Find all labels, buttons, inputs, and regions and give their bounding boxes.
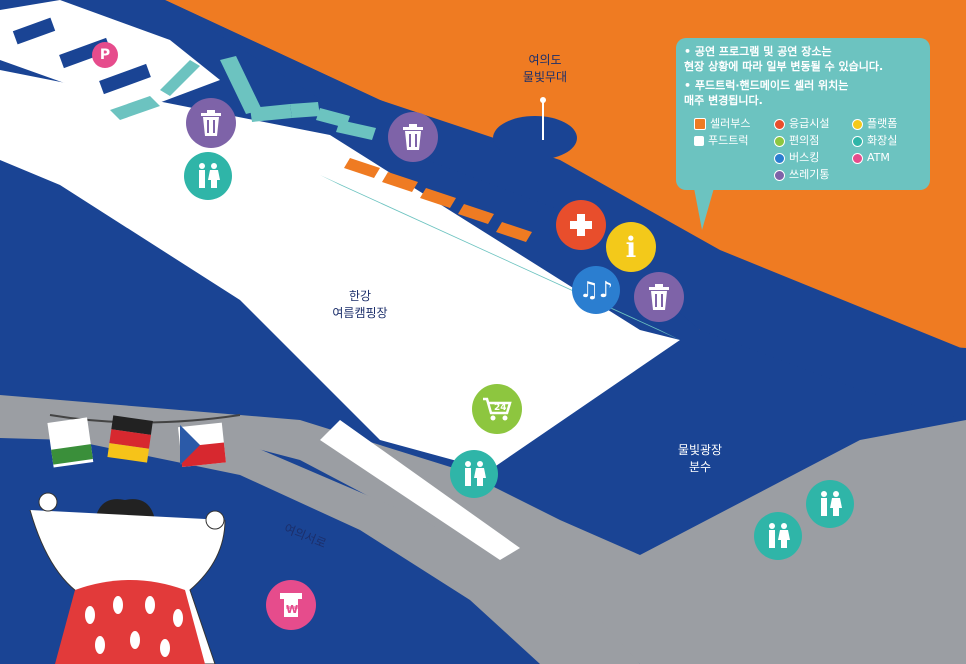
legend-item-convenience: 편의점 xyxy=(774,134,819,148)
legend-item-busking: 버스킹 xyxy=(774,151,819,165)
restroom-icon[interactable] xyxy=(754,512,802,560)
road-white-strip xyxy=(320,420,520,560)
teal-walkways xyxy=(110,56,376,140)
trash-icon xyxy=(774,169,785,181)
busking-icon xyxy=(774,152,785,164)
svg-text:24: 24 xyxy=(494,403,507,413)
parking-icon[interactable]: P xyxy=(92,42,118,68)
atm-icon[interactable]: ₩ xyxy=(266,580,316,630)
busking-icon[interactable]: ♫♪ xyxy=(572,266,620,314)
convenience-store-icon xyxy=(774,135,785,147)
legend-item-seller-booth: 셀러부스 xyxy=(694,117,750,131)
legend-item-trash: 쓰레기통 xyxy=(774,168,829,182)
svg-text:₩: ₩ xyxy=(286,603,298,616)
character-illustration xyxy=(29,492,226,664)
stage-label: 여의도 물빛무대 xyxy=(522,53,568,84)
trash-icon[interactable] xyxy=(634,272,684,322)
first-aid-icon[interactable] xyxy=(556,200,606,250)
legend-panel xyxy=(676,38,930,190)
water-stage xyxy=(493,116,577,160)
restroom-icon[interactable] xyxy=(450,450,498,498)
legend-item-restroom: 화장실 xyxy=(852,134,897,148)
legend-callout-tail xyxy=(694,188,714,230)
legend-note-1: • 공연 프로그램 및 공연 장소는 현장 상황에 따라 일부 변동될 수 있습… xyxy=(684,45,884,73)
restroom-icon[interactable] xyxy=(184,152,232,200)
atm-icon xyxy=(852,152,863,164)
convenience-store-icon[interactable]: 24 xyxy=(472,384,522,434)
info-icon xyxy=(852,118,863,130)
fountain-label: 물빛광장 분수 xyxy=(677,443,723,474)
first-aid-icon xyxy=(774,118,785,130)
road-lower xyxy=(0,398,640,664)
trash-icon[interactable] xyxy=(388,112,438,162)
restroom-icon[interactable] xyxy=(806,480,854,528)
legend-item-atm: ATM xyxy=(852,151,890,165)
trash-icon[interactable] xyxy=(186,98,236,148)
restroom-icon xyxy=(852,135,863,147)
legend-item-food-truck: 푸드트럭 xyxy=(694,134,748,148)
legend-item-first-aid: 응급시설 xyxy=(774,117,829,131)
food-truck-swatch xyxy=(694,136,704,146)
camping-label: 한강 여름캠핑장 xyxy=(332,289,388,320)
seller-booth-swatch xyxy=(694,118,706,130)
legend-item-flat-form: 플랫폼 xyxy=(852,117,897,131)
info-icon[interactable]: i xyxy=(606,222,656,272)
flag-bunting xyxy=(47,414,241,468)
legend-note-2: • 푸드트럭·핸드메이드 셀러 위치는 매주 변경됩니다. xyxy=(684,79,849,107)
camping-ground xyxy=(0,70,680,470)
